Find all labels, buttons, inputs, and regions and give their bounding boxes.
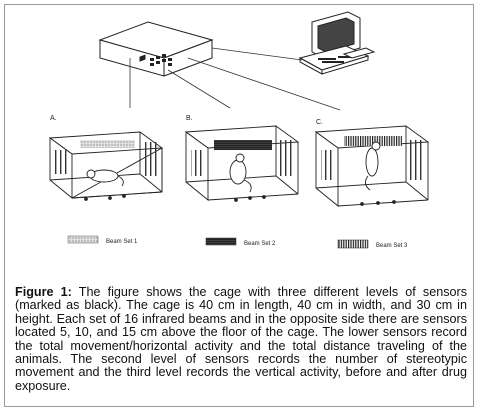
caption-text: The figure shows the cage with three dif… [15, 285, 467, 393]
panel-label-c: C. [316, 119, 323, 126]
legend-swatch-beam-set-1 [67, 235, 99, 244]
legend-label-beam-set-1: Beam Set 1 [106, 239, 138, 245]
legend-swatch-beam-set-3 [337, 239, 369, 249]
figure-caption: Figure 1: The figure shows the cage with… [15, 285, 467, 393]
cage-figure: A. B. C. Beam Set 1 Beam Set 2 Beam Set … [48, 11, 430, 249]
legend-label-beam-set-3: Beam Set 3 [376, 243, 408, 249]
cage-b [184, 125, 300, 202]
cage-a [48, 131, 164, 201]
panel-label-b: B. [186, 115, 193, 122]
legend: Beam Set 1 Beam Set 2 Beam Set 3 [67, 235, 408, 249]
computer [298, 11, 376, 75]
figure-frame [4, 4, 474, 407]
legend-label-beam-set-2: Beam Set 2 [244, 241, 276, 247]
legend-swatch-beam-set-2 [205, 237, 237, 246]
controller-box [98, 21, 214, 77]
cage-c [314, 125, 430, 207]
cables [129, 47, 341, 111]
panel-label-a: A. [50, 115, 57, 122]
caption-lead: Figure 1: [15, 285, 72, 299]
